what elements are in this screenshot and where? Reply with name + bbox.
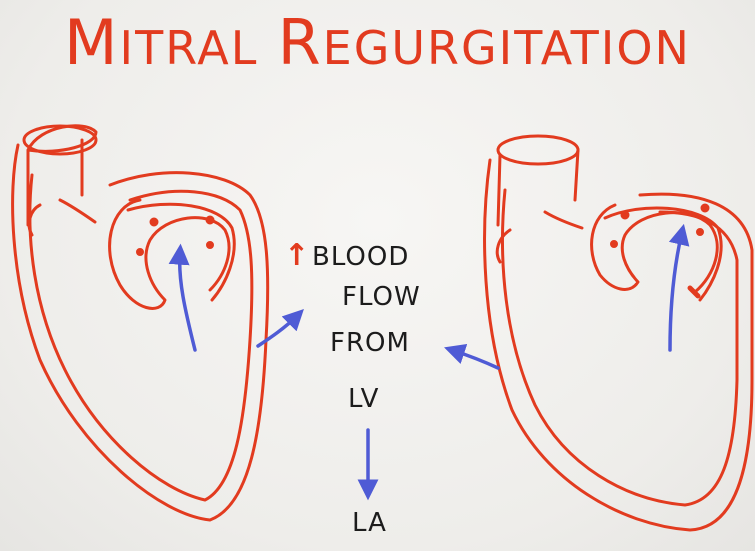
note-source-lv: LV (348, 384, 379, 414)
note-line-2: FLOW (342, 282, 421, 312)
right-heart (485, 136, 752, 530)
right-atrium (592, 205, 718, 292)
right-flap (497, 212, 582, 262)
note-line-3: FROM (330, 328, 410, 358)
right-inner-wall (503, 190, 737, 505)
right-flow-arrow-in (452, 350, 498, 368)
left-flow-arrow-up (180, 252, 195, 350)
left-flow-arrow-out (258, 315, 298, 346)
right-outer-wall (485, 160, 752, 530)
right-flow-arrow-up (670, 232, 682, 350)
increase-arrow-icon: ↑ (284, 238, 309, 273)
left-aorta (28, 126, 96, 225)
left-heart (13, 126, 268, 520)
right-aorta-opening (498, 136, 578, 164)
note-line-1: BLOOD (312, 242, 409, 272)
left-flap (29, 200, 95, 235)
note-target-la: LA (352, 508, 387, 538)
